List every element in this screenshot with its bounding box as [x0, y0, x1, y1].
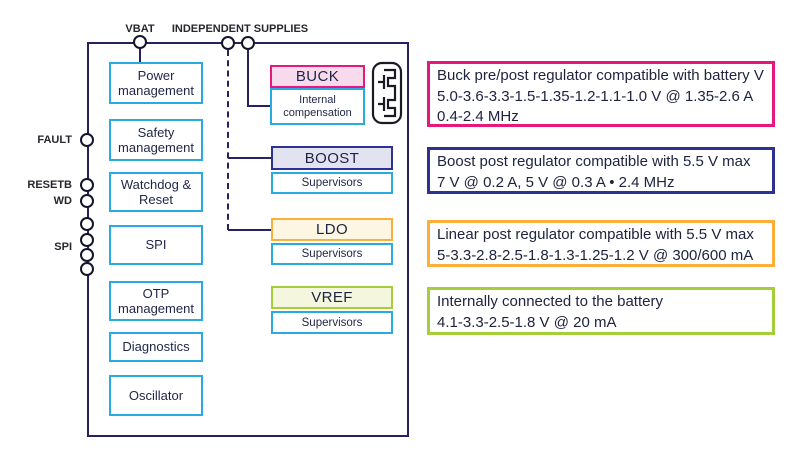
pin-label-fault: FAULT [37, 134, 72, 146]
pin-label-wd: WD [53, 195, 72, 207]
pin-label-vbat: VBAT [125, 23, 155, 35]
block-label: Diagnostics [122, 339, 190, 355]
description-line: 7 V @ 0.2 A, 5 V @ 0.3 A • 2.4 MHz [437, 173, 675, 191]
block-label: Oscillator [128, 387, 184, 403]
regulator-name: BUCK [295, 68, 340, 85]
regulator-buck-subblock: Internal compensation [270, 88, 365, 125]
block-otp-management: OTP management [109, 281, 203, 321]
ldo-supply-branch-line [228, 228, 271, 231]
description-ldo: Linear post regulator compatible with 5.… [427, 220, 775, 267]
regulator-ldo-supervisors: Supervisors [271, 243, 393, 265]
regulator-boost-supervisors: Supervisors [271, 172, 393, 194]
independent-supply-dashed-line [226, 50, 229, 230]
regulator-sub-label: Supervisors [301, 177, 363, 189]
buck-supply-line-horizontal [246, 104, 271, 107]
description-line: 4.1-3.3-2.5-1.8 V @ 20 mA [437, 313, 617, 331]
description-line: Buck pre/post regulator compatible with … [437, 67, 764, 84]
block-label: OTP management [118, 285, 194, 316]
regulator-boost-header: BOOST [271, 146, 393, 170]
fault-pin-circle [80, 133, 94, 147]
description-line: 5.0-3.6-3.3-1.5-1.35-1.2-1.1-1.0 V @ 1.3… [437, 87, 754, 105]
description-vref: Internally connected to the battery 4.1-… [427, 287, 775, 335]
regulator-sub-label: Supervisors [301, 248, 363, 260]
spi-pin-circle-3 [80, 248, 94, 262]
regulator-ldo-header: LDO [271, 218, 393, 241]
regulator-name: BOOST [304, 149, 360, 167]
dual-mosfet-icon [371, 61, 403, 125]
description-line: Internally connected to the battery [437, 293, 663, 310]
block-label: Safety management [118, 124, 194, 155]
regulator-name: VREF [311, 289, 353, 306]
block-oscillator: Oscillator [109, 375, 203, 416]
block-diagnostics: Diagnostics [109, 332, 203, 362]
regulator-vref-supervisors: Supervisors [271, 311, 393, 334]
vbat-pin-circle [133, 35, 147, 49]
block-label: Power management [118, 67, 194, 98]
description-line: Linear post regulator compatible with 5.… [437, 226, 754, 243]
spi-pin-circle-4 [80, 262, 94, 276]
pin-label-resetb: RESETB [27, 179, 72, 191]
vbat-connection-line [138, 42, 142, 63]
regulator-sub-label: Supervisors [301, 316, 363, 329]
boost-supply-branch-line [228, 156, 271, 159]
block-safety-management: Safety management [109, 119, 203, 161]
description-line: Boost post regulator compatible with 5.5… [437, 153, 751, 170]
pin-label-independent-supplies: INDEPENDENT SUPPLIES [171, 23, 309, 35]
block-watchdog-reset: Watchdog & Reset [109, 172, 203, 212]
description-boost: Boost post regulator compatible with 5.5… [427, 147, 775, 194]
spi-pin-circle-1 [80, 217, 94, 231]
buck-supply-line-vertical [246, 43, 250, 107]
description-line: 0.4-2.4 MHz [437, 108, 519, 125]
block-power-management: Power management [109, 62, 203, 104]
regulator-vref-header: VREF [271, 286, 393, 309]
pin-label-spi: SPI [54, 241, 72, 253]
description-buck: Buck pre/post regulator compatible with … [427, 61, 775, 127]
independent-supply-pin-circle-1 [221, 36, 235, 50]
block-spi: SPI [109, 225, 203, 265]
spi-pin-circle-2 [80, 233, 94, 247]
regulator-buck-header: BUCK [270, 65, 365, 88]
description-line: 5-3.3-2.8-2.5-1.8-1.3-1.25-1.2 V @ 300/6… [437, 246, 754, 264]
regulator-sub-label: Internal compensation [283, 93, 352, 119]
independent-supply-pin-circle-2 [241, 36, 255, 50]
regulator-name: LDO [315, 221, 349, 238]
block-label: Watchdog & Reset [120, 176, 192, 207]
wd-pin-circle [80, 194, 94, 208]
block-label: SPI [145, 237, 167, 253]
resetb-pin-circle [80, 178, 94, 192]
